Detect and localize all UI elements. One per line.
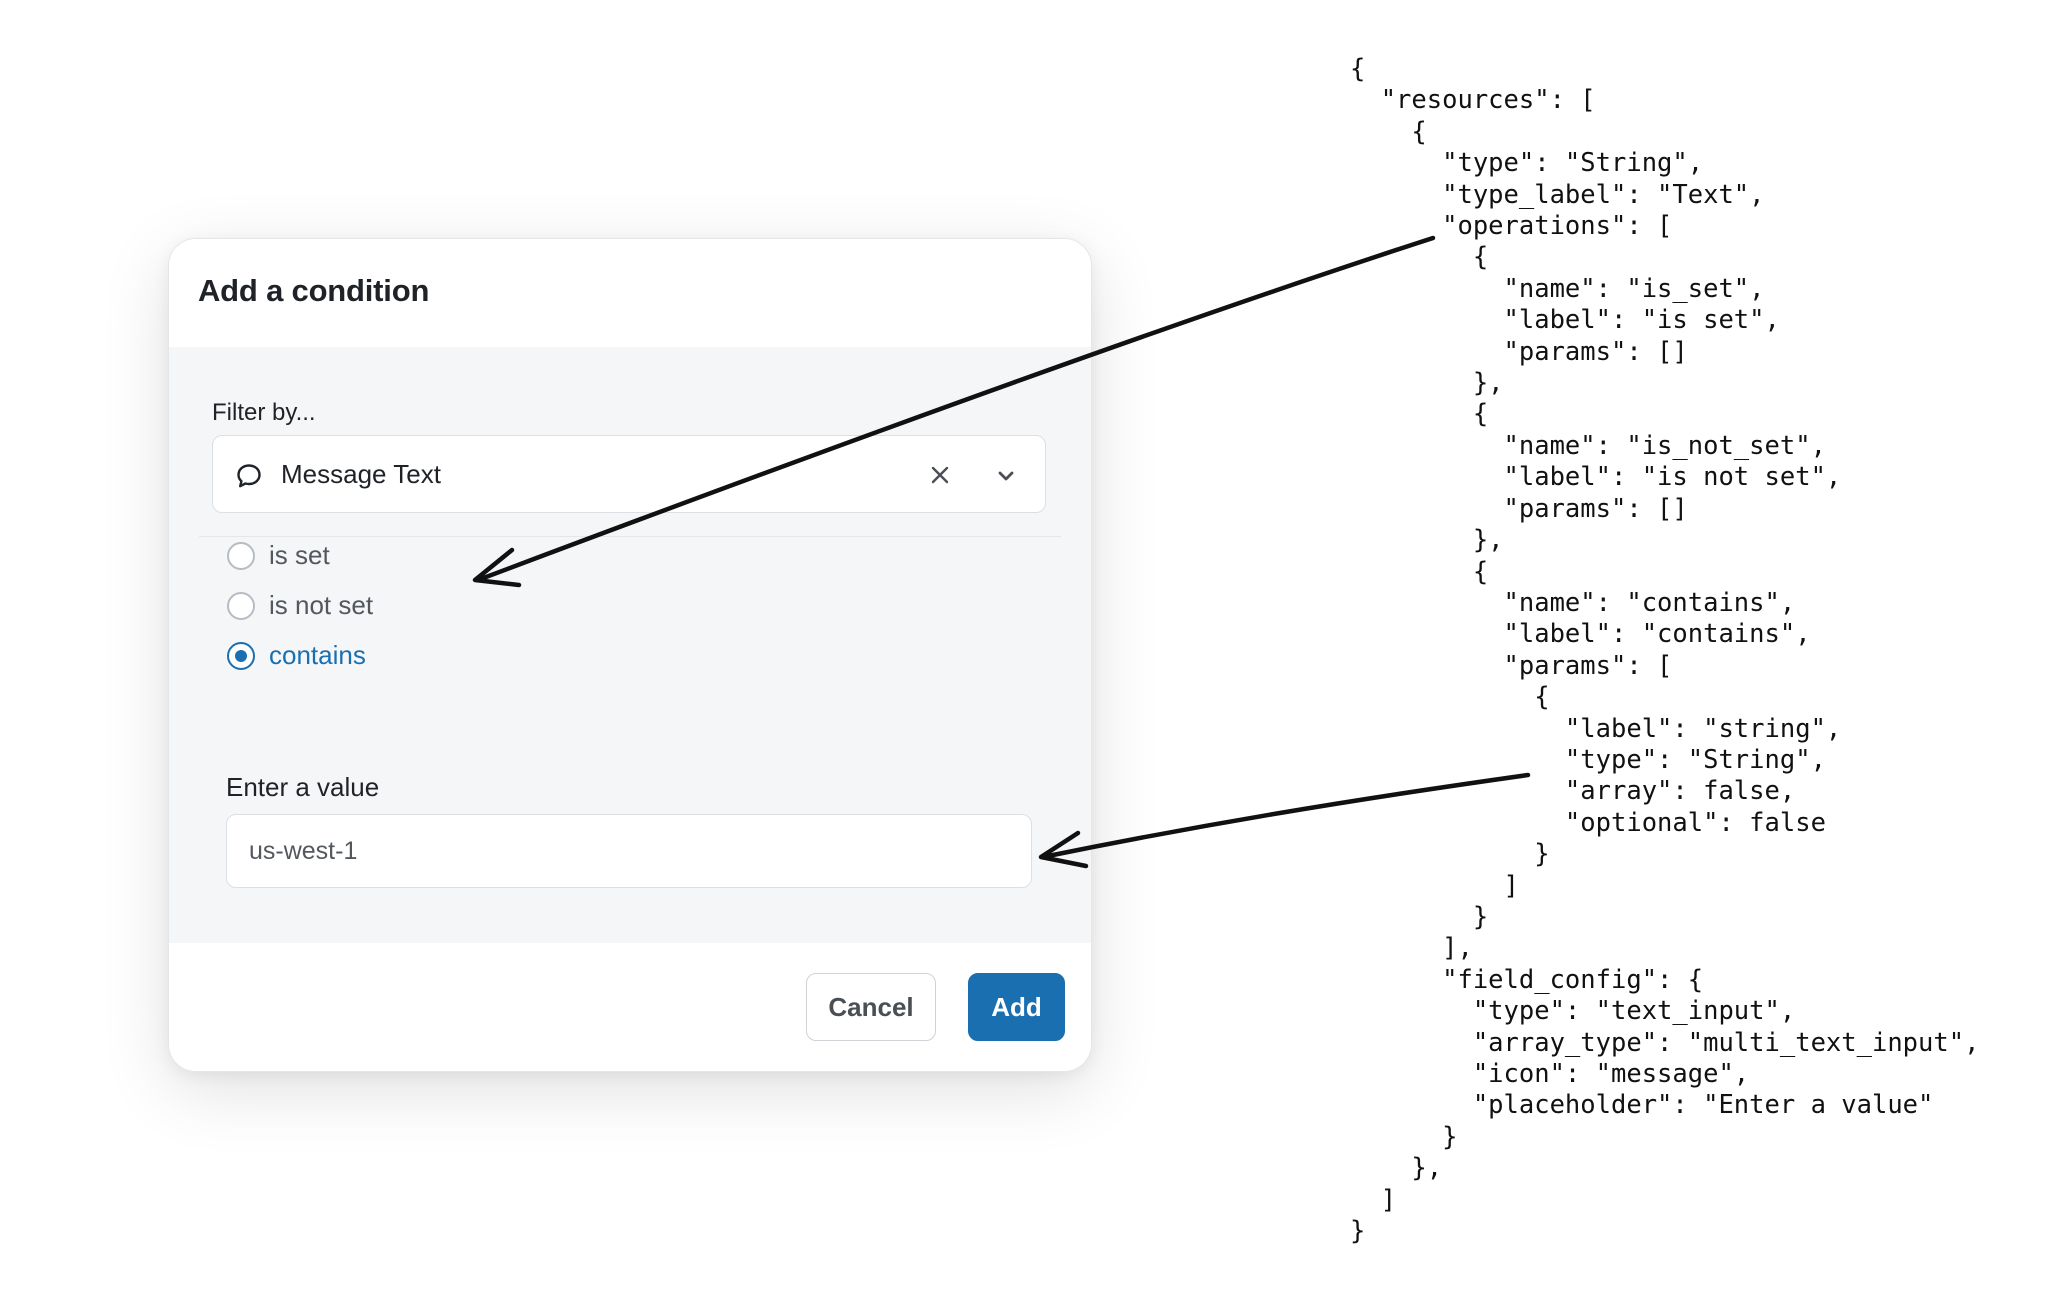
code-line: "label": "string", [1350,713,1842,744]
filter-select-value: Message Text [281,459,441,489]
filter-select[interactable]: Message Text [212,435,1046,513]
code-line: "params": [ [1350,650,1673,681]
dialog-footer: Cancel Add [169,943,1091,1071]
code-line: "type": "String", [1350,148,1704,179]
radio-label: is not set [269,590,374,620]
radio-button[interactable] [227,592,255,620]
code-line: "optional": false [1350,807,1826,838]
add-condition-dialog: Add a condition Filter by... Message Tex… [168,238,1092,1072]
code-line: "resources": [ [1350,85,1596,116]
code-line: } [1350,839,1550,870]
dialog-body: Filter by... Message Text is set is not … [169,347,1091,944]
code-line: ] [1350,1184,1397,1215]
code-line: "name": "contains", [1350,587,1796,618]
code-line: { [1350,54,1366,84]
radio-button[interactable] [227,542,255,570]
code-line: } [1350,1121,1458,1152]
dialog-header: Add a condition [169,239,1091,348]
code-line: "field_config": { [1350,964,1704,995]
code-block: { "resources": [ { "type": "String", "ty… [1350,54,1979,1247]
add-button[interactable]: Add [968,973,1065,1041]
code-line: { [1350,399,1489,430]
code-line: "array": false, [1350,776,1796,807]
code-line: } [1350,1216,1366,1247]
radio-label: is set [269,540,330,570]
filter-label: Filter by... [212,399,316,426]
value-input[interactable] [226,814,1032,888]
divider [199,536,1061,537]
close-icon[interactable] [927,462,953,488]
message-icon [237,464,261,488]
code-line: "params": [] [1350,493,1688,524]
code-line: ], [1350,933,1473,964]
code-line: }, [1350,525,1504,556]
cancel-button[interactable]: Cancel [806,973,936,1041]
code-line: "label": "is set", [1350,305,1780,336]
code-line: { [1350,556,1489,587]
code-line: "params": [] [1350,336,1688,367]
code-line: "icon": "message", [1350,1059,1750,1089]
code-line: ] [1350,870,1519,901]
code-line: }, [1350,1153,1443,1184]
code-line: "array_type": "multi_text_input", [1350,1027,1980,1058]
code-line: "operations": [ [1350,211,1673,242]
code-line: }, [1350,368,1504,399]
code-line: "label": "contains", [1350,619,1811,650]
code-line: "type_label": "Text", [1350,179,1765,210]
radio-label: contains [269,640,366,670]
code-line: "name": "is_set", [1350,273,1765,304]
code-line: "type": "text_input", [1350,996,1796,1027]
value-label: Enter a value [226,772,380,802]
code-line: { [1350,682,1550,713]
code-line: { [1350,116,1427,147]
code-line: "placeholder": "Enter a value" [1350,1090,1934,1121]
code-line: { [1350,242,1489,273]
chevron-down-icon[interactable] [994,464,1018,488]
code-line: "type": "String", [1350,744,1826,775]
code-line: "name": "is_not_set", [1350,430,1826,461]
code-line: "label": "is not set", [1350,462,1842,493]
dialog-title: Add a condition [198,273,430,308]
code-line: } [1350,901,1489,932]
radio-button-selected[interactable] [227,642,255,670]
